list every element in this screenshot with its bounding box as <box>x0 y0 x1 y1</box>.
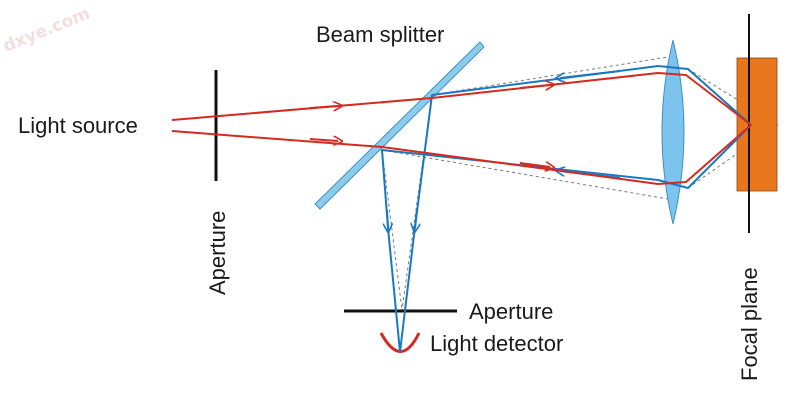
arrow-red-1 <box>309 106 338 108</box>
arrow-red-4 <box>519 163 550 167</box>
return-rays <box>381 65 752 353</box>
label-light-detector: Light detector <box>430 331 563 356</box>
illumination-ray-lower <box>171 124 752 185</box>
arrow-red-2 <box>309 139 338 141</box>
watermark-text: dxye.com <box>0 4 93 57</box>
arrow-return-upper <box>560 70 621 78</box>
objective-lens <box>661 39 685 225</box>
label-aperture-left: Aperture <box>205 211 230 295</box>
label-light-source: Light source <box>18 113 138 138</box>
specimen-block <box>736 57 778 192</box>
illumination-rays <box>171 72 752 185</box>
arrow-red-3 <box>519 85 550 88</box>
arrow-down-right <box>415 209 417 228</box>
label-beam-splitter: Beam splitter <box>316 22 444 47</box>
return-ray-upper <box>399 65 752 353</box>
beam-splitter-plate <box>314 41 485 210</box>
label-aperture-bottom: Aperture <box>469 299 553 324</box>
illumination-ray-upper <box>171 72 752 126</box>
label-focal-plane: Focal plane <box>737 267 762 381</box>
arrow-down-left <box>387 209 388 228</box>
